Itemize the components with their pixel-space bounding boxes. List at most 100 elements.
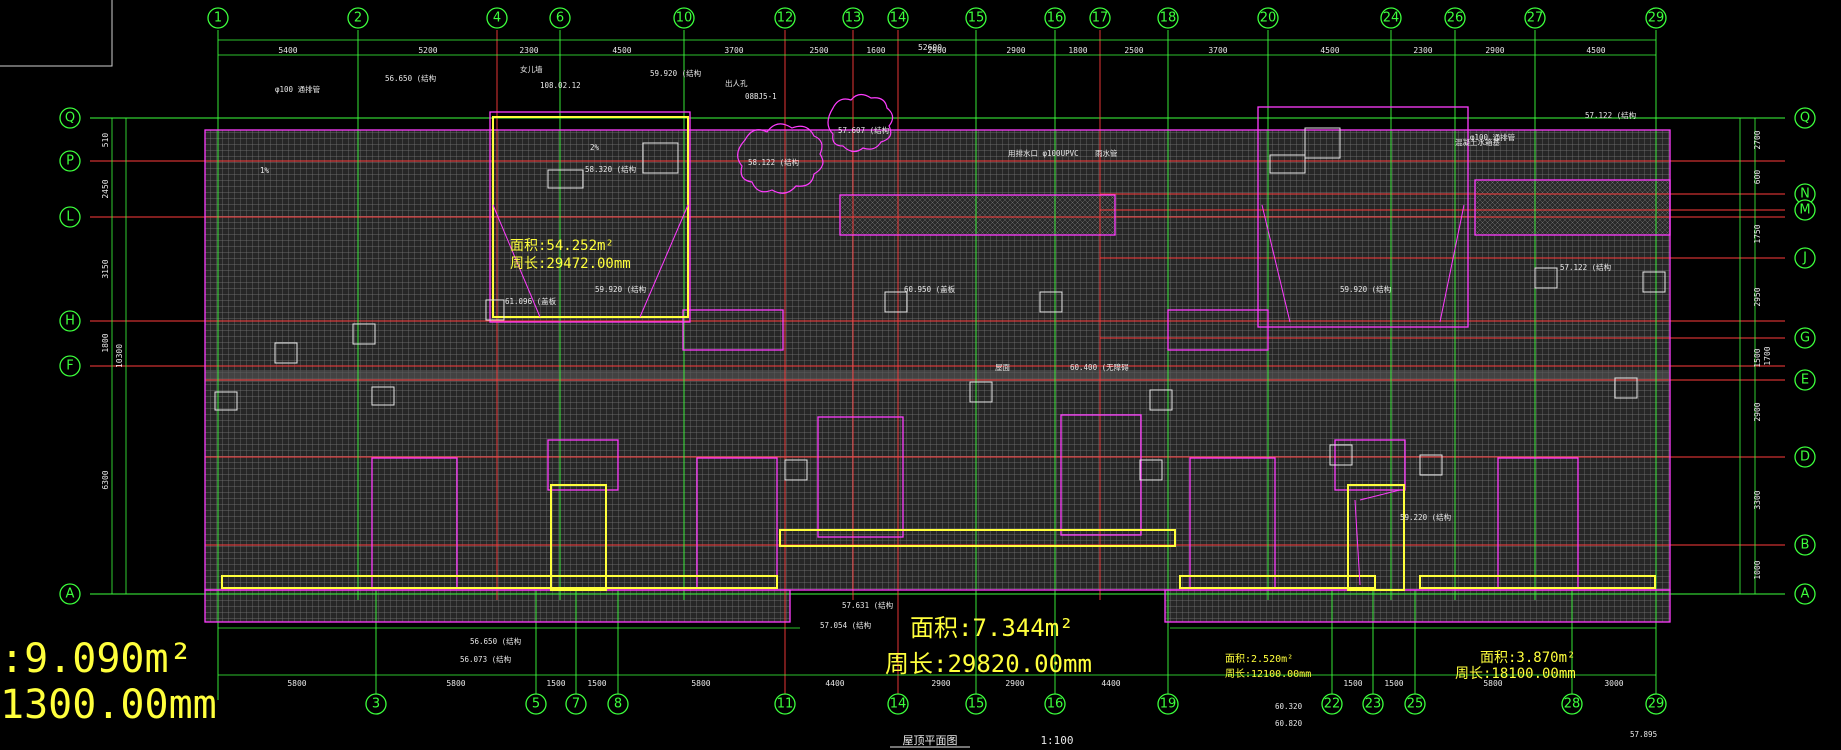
axis-bubble-axes_top: 6 — [549, 7, 571, 29]
annotation-a18: 2% — [590, 143, 600, 152]
axis-bubble-axes_left: F — [59, 355, 81, 377]
svg-text:16: 16 — [1047, 697, 1064, 712]
axis-bubble-axes_top: 16 — [1044, 7, 1066, 29]
bottom-dimension: 5800 — [1483, 679, 1502, 688]
svg-text:27: 27 — [1527, 11, 1544, 26]
axis-bubble-axes_top: 20 — [1257, 7, 1279, 29]
annotation-a20: 60.400 (无障碍 — [1070, 362, 1129, 372]
svg-text:P: P — [66, 154, 74, 169]
svg-text:22: 22 — [1324, 697, 1341, 712]
annotation-a7: 59.920 (结构 — [595, 284, 647, 294]
axis-bubble-axes_top: 13 — [842, 7, 864, 29]
svg-text:N: N — [1800, 187, 1810, 202]
annotation-a28: 57.895 — [1630, 730, 1657, 739]
svg-text:29: 29 — [1648, 697, 1665, 712]
svg-text:5: 5 — [532, 697, 540, 712]
svg-text:15: 15 — [968, 697, 985, 712]
axis-bubble-axes_right: B — [1794, 534, 1816, 556]
svg-text:14: 14 — [890, 697, 907, 712]
svg-text:19: 19 — [1160, 697, 1177, 712]
axis-bubble-axes_bottom: 29 — [1645, 693, 1667, 715]
annotation-a17: 1% — [260, 166, 270, 175]
top-dimension: 4500 — [612, 46, 631, 55]
perimeter-mid-small: 周长:12100.00mm — [1225, 668, 1311, 680]
axis-bubble-axes_right: D — [1794, 446, 1816, 468]
wall-outlines — [204, 106, 1671, 623]
svg-text:6: 6 — [556, 11, 564, 26]
annotation-a5: 08BJ5-1 — [745, 92, 777, 101]
svg-text:24: 24 — [1383, 11, 1400, 26]
measured-regions — [221, 116, 1656, 591]
annotation-a6: 58.320 (结构 — [585, 164, 637, 174]
annotation-a32: 57.122 (结构 — [1560, 262, 1612, 272]
annotation-a16: 59.920 (结构 — [1340, 284, 1392, 294]
axis-bubble-axes_left: Q — [59, 107, 81, 129]
overall-dimension: 52600 — [918, 43, 942, 52]
annotation-a31: φ100 通排管 — [1470, 132, 1516, 142]
top-dimension: 4500 — [1586, 46, 1605, 55]
svg-text:A: A — [1801, 587, 1810, 602]
axis-bubble-axes_top: 15 — [965, 7, 987, 29]
svg-text:11: 11 — [777, 697, 794, 712]
annotation-a2: 56.650 (结构 — [385, 73, 437, 83]
axis-bubble-axes_bottom: 5 — [525, 693, 547, 715]
svg-text:26: 26 — [1447, 11, 1464, 26]
dimension-lines — [111, 39, 1756, 676]
top-dimension: 2500 — [809, 46, 828, 55]
axis-bubble-axes_bottom: 22 — [1321, 693, 1343, 715]
right-dimension: 1700 — [1763, 346, 1772, 365]
svg-text:23: 23 — [1365, 697, 1382, 712]
top-dimension: 2300 — [519, 46, 538, 55]
bottom-dimension: 5800 — [691, 679, 710, 688]
svg-text:14: 14 — [890, 11, 907, 26]
area-right-small: 面积:3.870m² — [1480, 650, 1575, 666]
bottom-dimension: 1500 — [587, 679, 606, 688]
axis-bubble-axes_top: 24 — [1380, 7, 1402, 29]
axis-bubble-axes_right: J — [1794, 247, 1816, 269]
axis-bubble-axes_bottom: 25 — [1404, 693, 1426, 715]
top-dimension: 2900 — [1006, 46, 1025, 55]
annotation-a13: 60.950 (盖板 — [904, 284, 956, 294]
svg-text:Q: Q — [65, 111, 75, 126]
top-dimension: 2300 — [1413, 46, 1432, 55]
revision-clouds — [737, 93, 894, 194]
left-dimension: 6300 — [101, 470, 110, 489]
axis-bubble-axes_right: Q — [1794, 107, 1816, 129]
right-dimension: 3300 — [1753, 490, 1762, 509]
axis-bubble-axes_bottom: 14 — [887, 693, 909, 715]
area-upper-left: 面积:54.252m² — [510, 238, 614, 254]
annotation-a10: 57.607 (结构 — [838, 125, 890, 135]
top-dimension: 3700 — [1208, 46, 1227, 55]
svg-text:10: 10 — [676, 11, 693, 26]
svg-text:D: D — [1800, 450, 1810, 465]
axis-bubble-axes_right: M — [1794, 199, 1816, 221]
svg-text:M: M — [1799, 203, 1810, 218]
axis-bubble-axes_bottom: 19 — [1157, 693, 1179, 715]
area-left-edge: :9.090m² — [0, 636, 193, 682]
bottom-dimension: 4400 — [1101, 679, 1120, 688]
annotation-a11: 用排水口 φ100UPVC — [1008, 148, 1079, 158]
right-dimension: 1750 — [1753, 224, 1762, 243]
svg-text:E: E — [1801, 373, 1809, 388]
bottom-dimension: 1500 — [1384, 679, 1403, 688]
drain-markers — [214, 127, 1666, 481]
axis-bubble-axes_top: 12 — [774, 7, 796, 29]
bottom-dimension: 2900 — [1005, 679, 1024, 688]
annotation-a3: 59.920 (结构 — [650, 68, 702, 78]
axis-bubble-axes_left: L — [59, 206, 81, 228]
roof-slope-lines — [492, 204, 1465, 586]
annotation-a19: 屋面 — [995, 363, 1010, 372]
svg-text:G: G — [1800, 331, 1810, 346]
roof-hatch-area — [205, 130, 1670, 622]
perimeter-right-small: 周长:18100.00mm — [1455, 666, 1576, 682]
svg-text:H: H — [65, 314, 75, 329]
annotation-a8: 61.096 (盖板 — [505, 296, 557, 306]
annotation-a23: 57.054 (结构 — [820, 620, 872, 630]
svg-text:7: 7 — [572, 697, 580, 712]
svg-text:4: 4 — [493, 11, 501, 26]
svg-text:3: 3 — [372, 697, 380, 712]
